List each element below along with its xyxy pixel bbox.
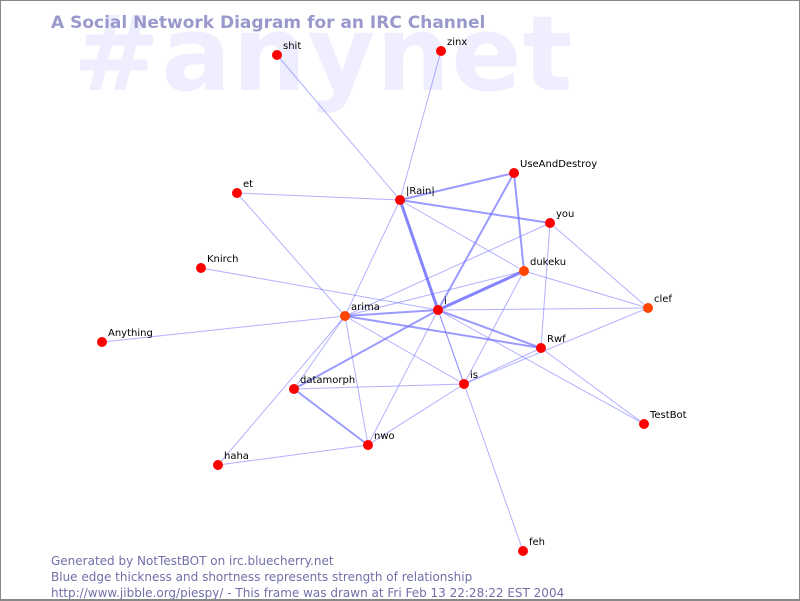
edge-is-Rwf (463, 347, 542, 385)
node-Anything[interactable] (97, 337, 107, 347)
footer-legend: Blue edge thickness and shortness repres… (51, 570, 473, 584)
edge-arima-Rwf (344, 315, 542, 349)
edge-shit-|Rain| (276, 54, 401, 201)
edge-dukeku-clef (523, 270, 649, 309)
node-i[interactable] (433, 305, 443, 315)
node-label: nwo (374, 431, 395, 442)
edge-et-|Rain| (236, 192, 401, 201)
node-label: clef (654, 294, 672, 305)
node-label: arima (351, 302, 380, 313)
node-clef[interactable] (643, 303, 653, 313)
edge-dukeku-is (463, 270, 525, 385)
edge-arima-is (344, 315, 465, 385)
node-label: Rwf (547, 334, 566, 345)
node-feh[interactable] (518, 546, 528, 556)
edge-Rwf-TestBot (540, 347, 645, 425)
edge-Anything-arima (101, 315, 346, 343)
node-zinx[interactable] (436, 46, 446, 56)
node-label: |Rain| (406, 186, 435, 197)
footer-generated-by: Generated by NotTestBOT on irc.bluecherr… (51, 554, 334, 568)
edge-i-TestBot (437, 309, 645, 425)
node-label: UseAndDestroy (520, 159, 597, 170)
edge-UseAndDestroy-i (437, 172, 515, 311)
node-label: feh (529, 537, 545, 548)
edge-|Rain|-you (399, 199, 551, 224)
edge-arima-datamorph (293, 315, 346, 390)
node-et[interactable] (232, 188, 242, 198)
edge-zinx-|Rain| (399, 50, 442, 201)
edge-i-dukeku (437, 269, 525, 312)
diagram-title: A Social Network Diagram for an IRC Chan… (51, 13, 486, 33)
edge-Knirch-i (200, 267, 439, 311)
node-label: i (444, 296, 447, 307)
node-label: datamorph (300, 375, 355, 386)
node-you[interactable] (545, 218, 555, 228)
edge-|Rain|-i (398, 199, 440, 311)
edge-nwo-i (367, 309, 439, 446)
edge-|Rain|-UseAndDestroy (399, 172, 515, 201)
node-shit[interactable] (272, 50, 282, 60)
node-label: dukeku (530, 257, 566, 268)
edge-you-Rwf (540, 222, 551, 349)
edge-i-clef (437, 307, 649, 311)
channel-watermark: #anynet (73, 0, 574, 115)
node-datamorph[interactable] (289, 384, 299, 394)
node-haha[interactable] (213, 460, 223, 470)
node-label: you (556, 209, 574, 220)
node-label: haha (224, 451, 249, 462)
edge-UseAndDestroy-dukeku (513, 172, 525, 272)
node-label: TestBot (649, 410, 687, 421)
edge-arima-haha (217, 315, 346, 466)
footer-url-timestamp: http://www.jibble.org/piespy/ - This fra… (51, 586, 565, 600)
node-UseAndDestroy[interactable] (509, 168, 519, 178)
node-arima[interactable] (340, 311, 350, 321)
node-Knirch[interactable] (196, 263, 206, 273)
edge-arima-nwo (344, 315, 369, 446)
edge-|Rain|-arima (344, 199, 401, 317)
node-label: Knirch (207, 254, 238, 265)
node-Rwf[interactable] (536, 343, 546, 353)
node-dukeku[interactable] (519, 266, 529, 276)
edge-arima-dukeku (344, 270, 525, 317)
edge-i-Rwf (437, 309, 542, 349)
edge-arima-i (344, 309, 439, 317)
edge-et-arima (236, 192, 346, 317)
node-nwo[interactable] (363, 440, 373, 450)
node-label: et (243, 179, 253, 190)
edge-datamorph-is (293, 383, 465, 390)
edge-is-clef (463, 307, 649, 385)
node-label: zinx (447, 37, 467, 48)
node-label: shit (283, 41, 301, 52)
node-TestBot[interactable] (639, 419, 649, 429)
node-label: Anything (108, 328, 153, 339)
edge-datamorph-i (293, 309, 439, 390)
edge-haha-nwo (217, 444, 369, 466)
edge-you-clef (549, 222, 649, 309)
edge-|Rain|-dukeku (399, 199, 525, 272)
edge-i-feh (437, 309, 524, 552)
node-is[interactable] (459, 379, 469, 389)
node-label: is (470, 370, 478, 381)
node-|Rain|[interactable] (395, 195, 405, 205)
edge-arima-you (344, 222, 551, 317)
edge-datamorph-nwo (293, 388, 369, 446)
edge-nwo-is (367, 383, 465, 446)
